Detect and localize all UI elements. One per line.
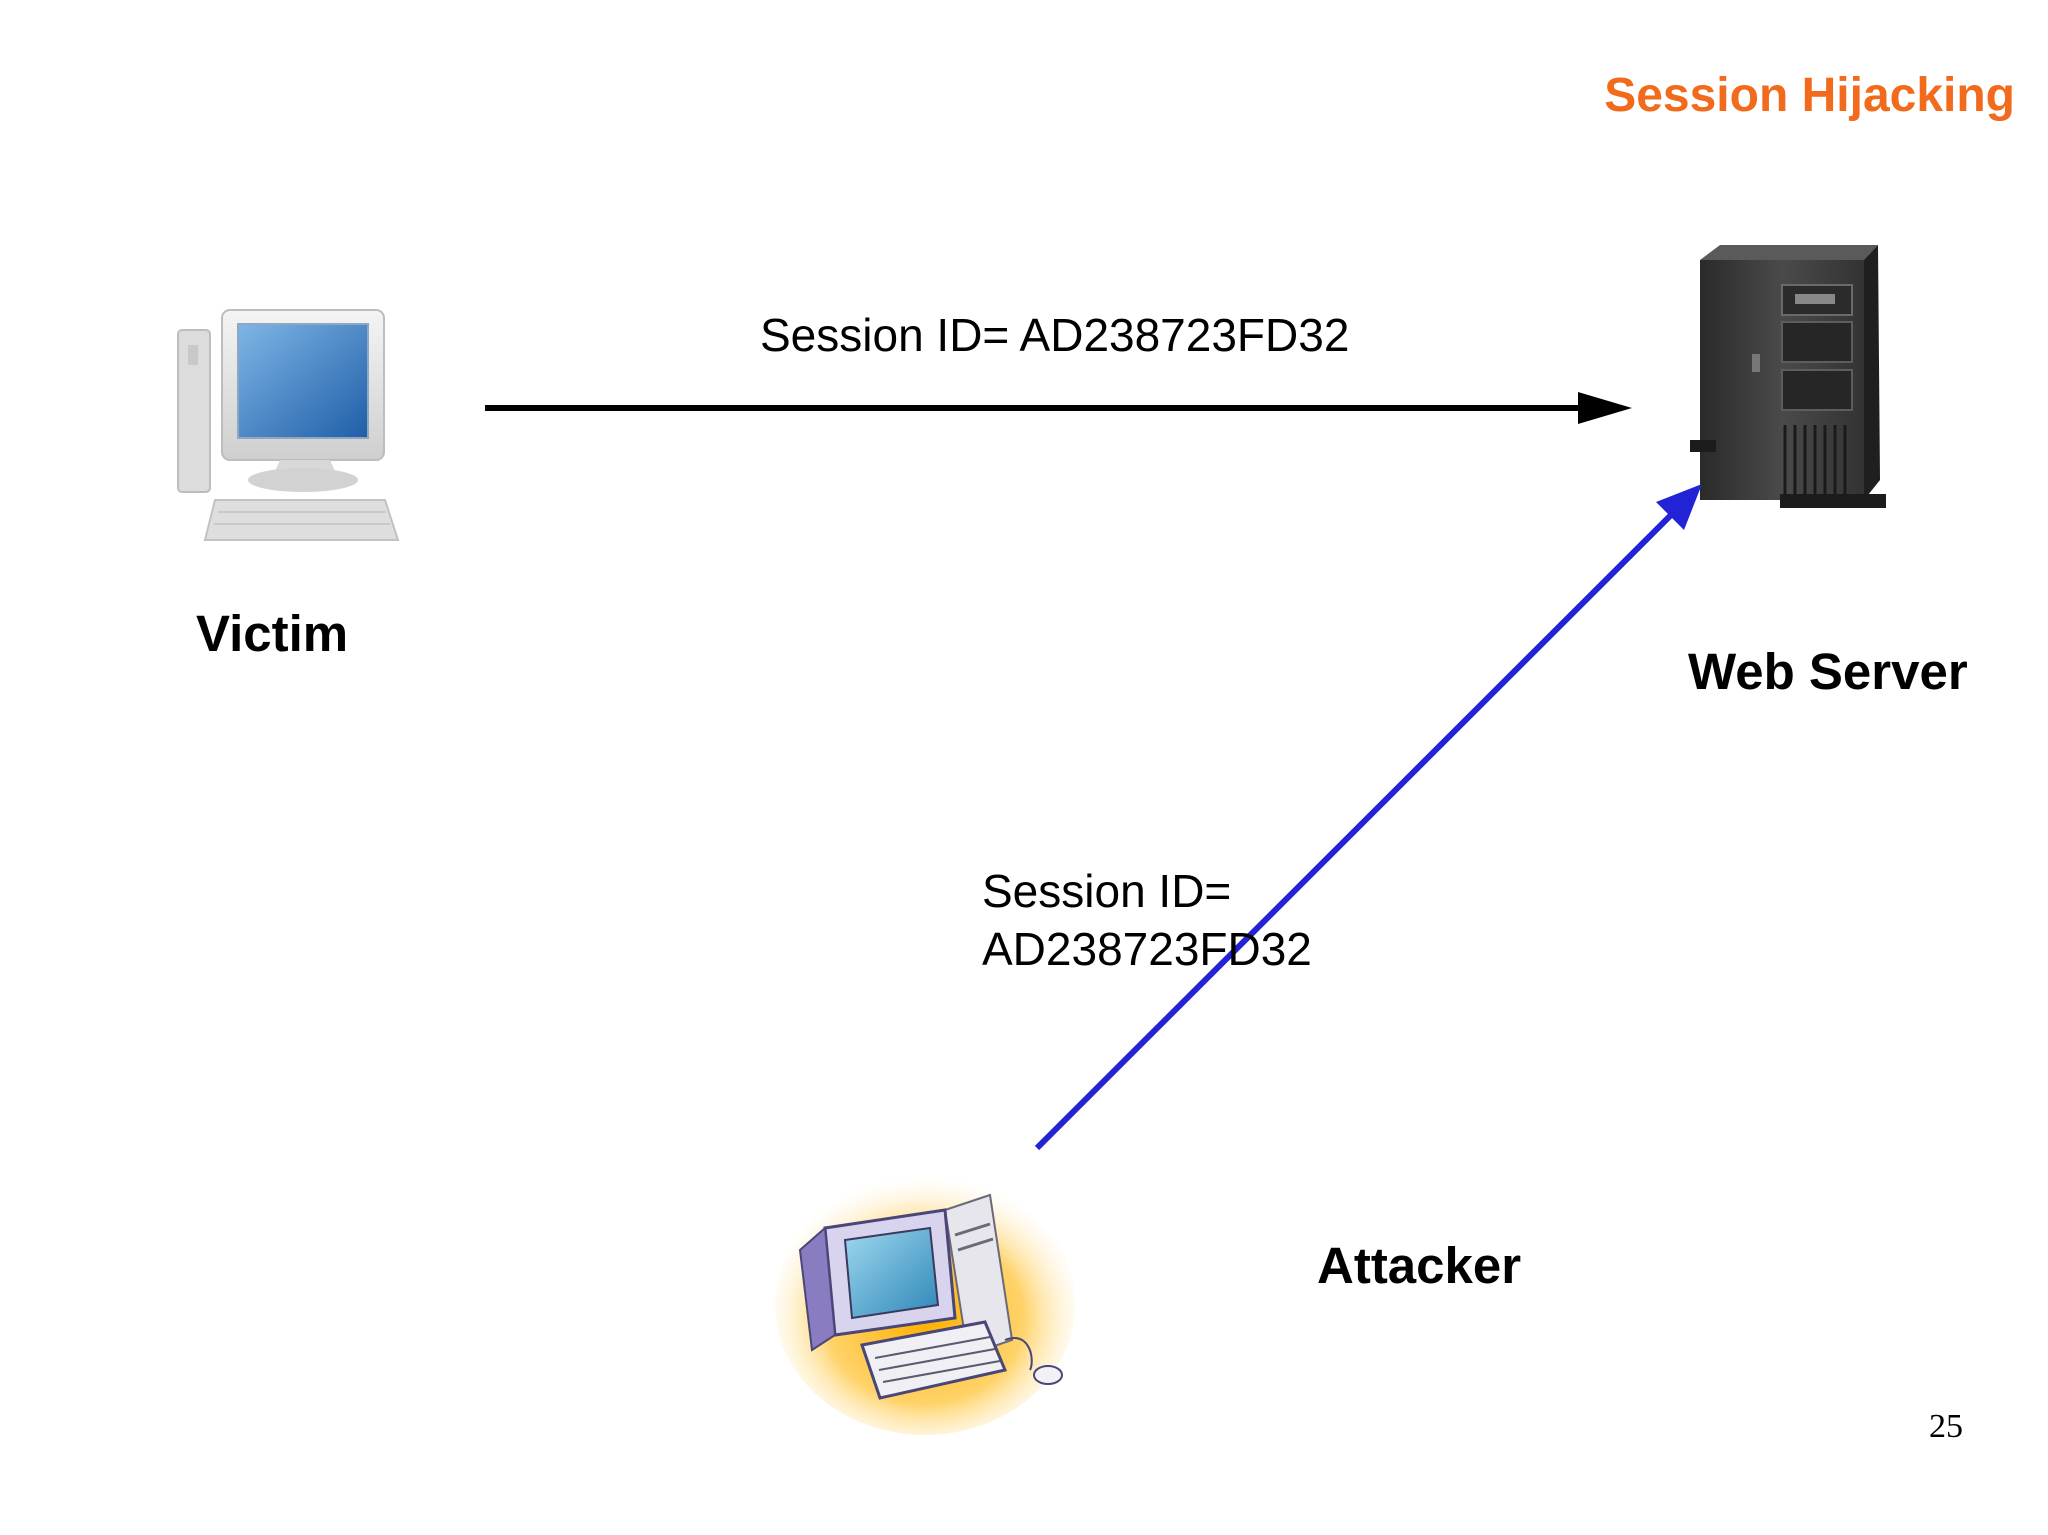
attacker-to-server-arrow — [1034, 484, 1702, 1151]
attacker-label: Attacker — [1317, 1237, 1522, 1294]
tower-server-icon — [1690, 245, 1886, 508]
victim-label: Victim — [196, 605, 349, 662]
page-number: 25 — [1929, 1408, 1963, 1445]
attacker-session-id-label-line1: Session ID= — [982, 865, 1232, 917]
clipart-computer-icon — [775, 1175, 1075, 1435]
victim-to-server-arrow — [485, 392, 1632, 424]
slide-title: Session Hijacking — [1604, 69, 2015, 122]
victim-session-id-label: Session ID= AD238723FD32 — [760, 309, 1350, 361]
desktop-computer-icon — [177, 309, 400, 541]
web-server-label: Web Server — [1688, 643, 1968, 700]
attacker-session-id-label-line2: AD238723FD32 — [982, 923, 1312, 975]
